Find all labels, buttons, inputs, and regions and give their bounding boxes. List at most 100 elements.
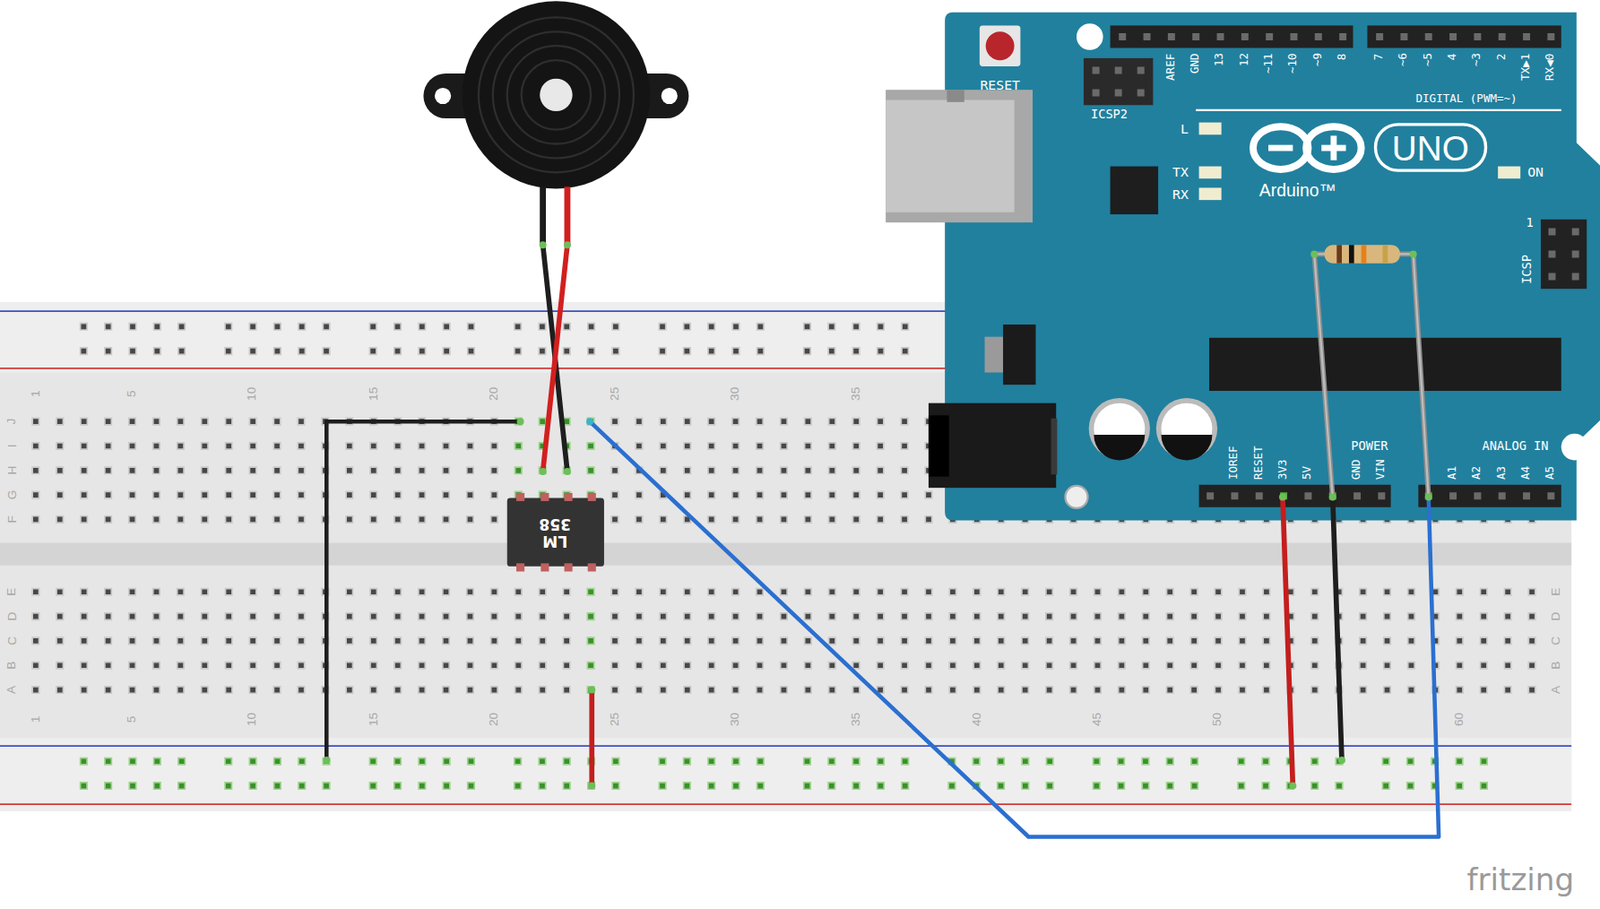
column-number: 40 — [969, 712, 985, 727]
column-number: 45 — [1090, 712, 1106, 727]
pin-label: A2 — [1470, 466, 1484, 480]
chip-label: LM 358 — [535, 513, 577, 549]
pin-label: ~9 — [1311, 52, 1324, 67]
column-number: 5 — [124, 389, 139, 398]
pin-label: GND — [1350, 458, 1364, 480]
wire-end — [588, 782, 596, 790]
capacitor-mark — [1160, 434, 1212, 460]
row-letter: B — [5, 661, 20, 670]
row-letter: E — [1548, 588, 1564, 597]
power-jack-face — [928, 415, 950, 476]
led — [1199, 187, 1222, 200]
led-label: ON — [1527, 164, 1544, 181]
buzzer-wire-black — [543, 244, 568, 472]
board-model: UNO — [1392, 128, 1470, 169]
buzzer-center — [539, 78, 572, 112]
column-number: 10 — [245, 712, 260, 727]
pin-label: 3V3 — [1277, 458, 1290, 480]
logo-loop — [1253, 126, 1308, 170]
buzzer-lead-black — [539, 186, 546, 245]
pin-label: IOREF — [1228, 445, 1241, 480]
buzzer-ring — [492, 31, 620, 158]
power-rail-strip — [0, 737, 1572, 812]
chip-pin — [516, 492, 525, 502]
pin-label: RESET — [1252, 445, 1265, 480]
board-label: POWER — [1350, 440, 1388, 455]
resistor-band — [1349, 244, 1355, 263]
column-number: 35 — [849, 387, 865, 401]
wire-end — [588, 686, 596, 694]
pin-label: GND — [1189, 52, 1203, 74]
microcontroller — [1209, 337, 1562, 391]
pin-label: A5 — [1544, 466, 1557, 480]
buzzer-ring — [507, 45, 606, 144]
reset-button — [979, 25, 1021, 67]
pin-label: 5V — [1301, 466, 1315, 480]
chip-body — [507, 498, 605, 567]
tab-hole — [434, 87, 451, 104]
mounting-hole — [1561, 433, 1589, 461]
row-letter: B — [1548, 661, 1564, 670]
chip-pin — [564, 562, 573, 571]
board-label: ANALOG IN — [1482, 440, 1549, 455]
chip-pin — [588, 492, 597, 502]
arduino-board: RESETAREFGND1312~11~10~987~6~54~32TX▶1RX… — [944, 12, 1600, 521]
buzzer-ring — [521, 60, 591, 130]
row-letter: J — [5, 418, 20, 425]
board-label: ICSP — [1520, 254, 1535, 285]
logo-minus — [1268, 145, 1293, 152]
column-number: 15 — [366, 387, 381, 401]
rail-line-blue — [0, 744, 1572, 747]
led — [1199, 122, 1222, 136]
pin-label: RX◀0 — [1544, 53, 1557, 81]
pin-label: A3 — [1495, 466, 1508, 480]
column-number: 5 — [124, 716, 139, 724]
pin-label: ~3 — [1470, 52, 1484, 67]
led — [1199, 166, 1222, 180]
chip-pin — [588, 562, 597, 571]
header-pin — [1092, 33, 1580, 500]
pin-label: AREF — [1164, 53, 1177, 81]
wire-end — [539, 241, 547, 249]
wire-black — [326, 421, 520, 761]
wire-end — [1425, 492, 1433, 501]
power-jack — [928, 403, 1056, 488]
resistor-body — [1324, 244, 1401, 263]
pin-label: VIN — [1375, 458, 1388, 480]
resistor-band — [1383, 244, 1389, 263]
wire-end — [1288, 782, 1297, 790]
rail-line-red — [0, 803, 1572, 805]
wire-end — [1329, 492, 1337, 501]
mounting-hole — [1064, 485, 1088, 509]
wire-end — [1338, 756, 1346, 764]
chip-pin — [540, 562, 549, 571]
connected-pin — [1280, 492, 1433, 500]
buzzer-body — [462, 0, 650, 189]
led-label: L — [1180, 121, 1189, 138]
chip-pin — [516, 562, 525, 571]
led-label: RX — [1172, 187, 1189, 203]
buzzer-ring — [478, 17, 634, 173]
lm358-chip: LM 358 — [507, 498, 605, 567]
reset-button-cap — [985, 31, 1015, 61]
row-letter: F — [5, 515, 20, 523]
icsp-header — [1540, 219, 1587, 289]
buzzer-lead-red — [564, 186, 571, 245]
resistor-band — [1336, 244, 1342, 263]
board-label: ICSP2 — [1090, 108, 1128, 123]
pin-label: A1 — [1446, 466, 1460, 480]
silkscreen-line — [1195, 109, 1562, 112]
row-letter: H — [5, 466, 20, 476]
column-number: 1 — [28, 716, 44, 724]
row-letter: D — [5, 612, 20, 622]
chip-pin — [540, 492, 549, 502]
pin-label: 7 — [1373, 53, 1386, 61]
led — [1497, 166, 1521, 180]
row-letter: C — [1548, 636, 1564, 646]
pin-label: ~5 — [1421, 52, 1435, 67]
wire-end — [517, 417, 525, 425]
resistor-leg-shine — [1398, 253, 1429, 497]
icsp2-header — [1083, 58, 1153, 105]
usb-chip — [1110, 166, 1159, 216]
